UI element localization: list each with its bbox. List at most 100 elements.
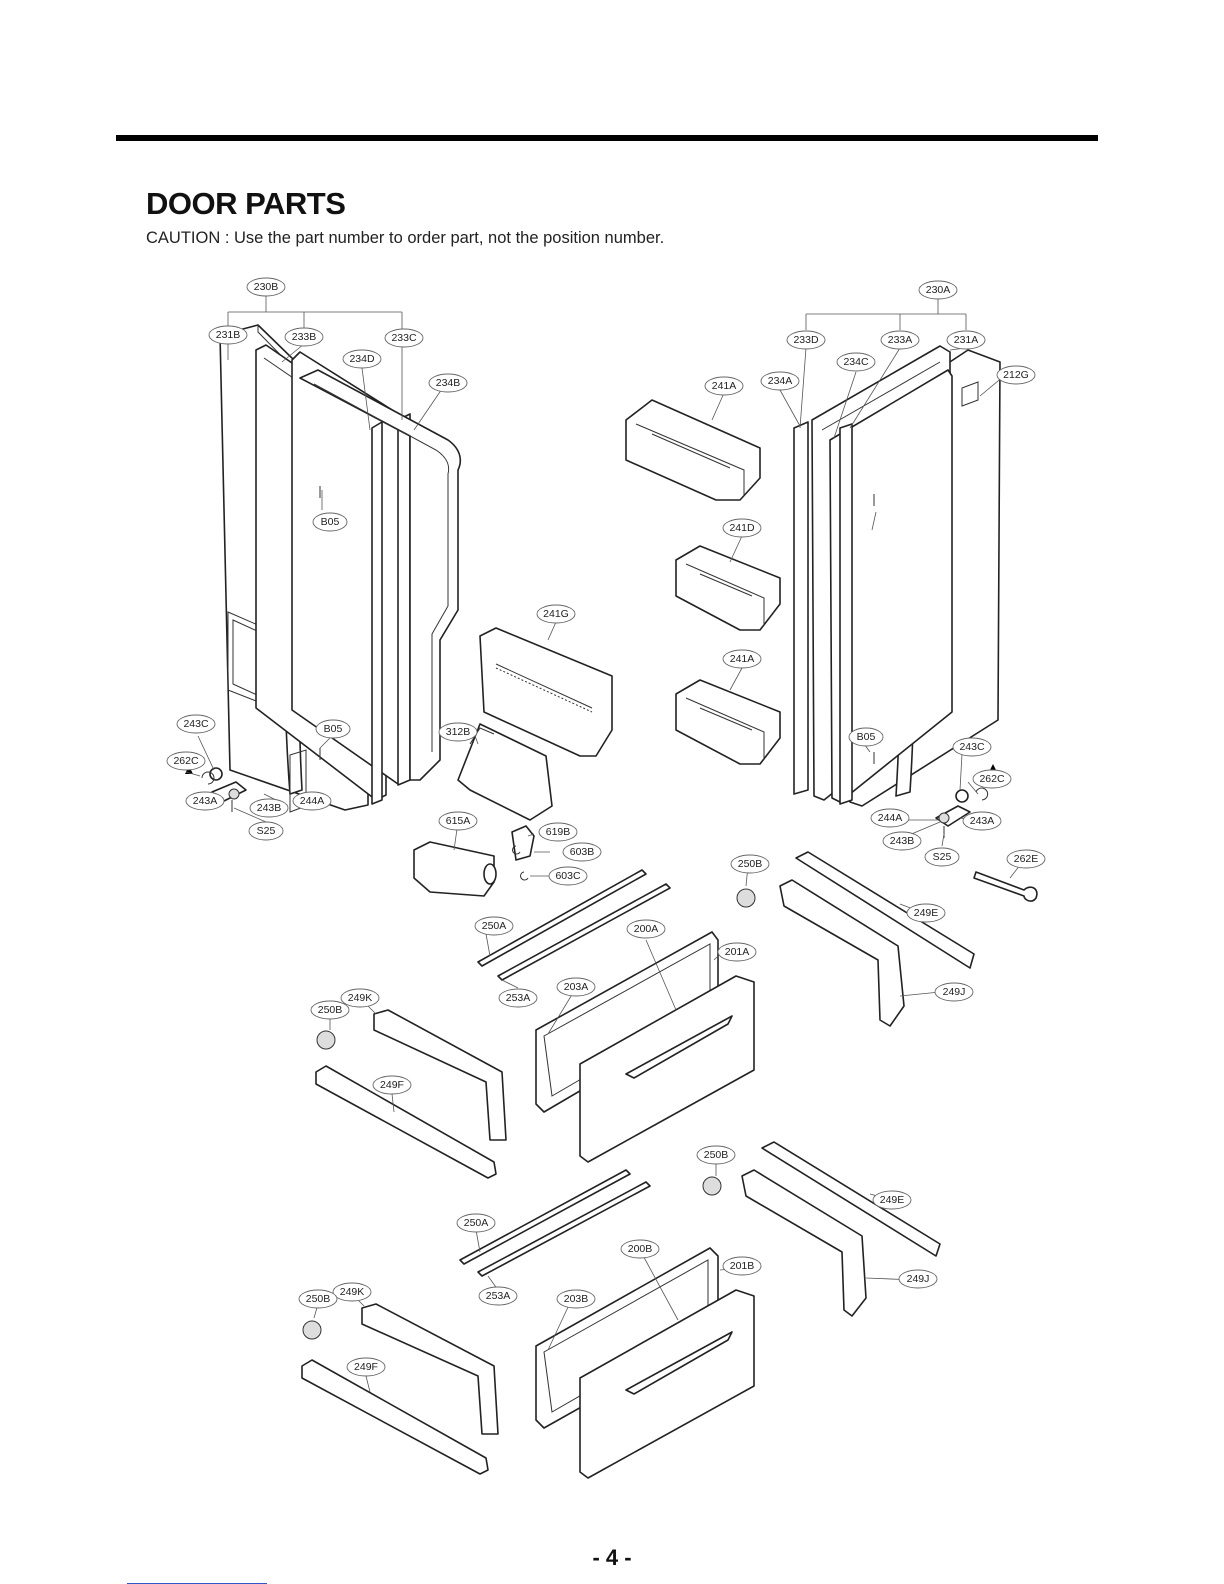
callout-249j-upper: 249J bbox=[934, 982, 974, 1002]
callout-250a-lower: 250A bbox=[456, 1213, 496, 1233]
svg-text:S25: S25 bbox=[257, 825, 276, 837]
svg-text:243A: 243A bbox=[970, 815, 995, 827]
svg-text:262C: 262C bbox=[173, 755, 199, 767]
callout-212g: 212G bbox=[996, 365, 1036, 385]
callout-250b-lower-left: 250B bbox=[298, 1289, 338, 1309]
svg-text:312B: 312B bbox=[446, 726, 471, 738]
svg-text:243C: 243C bbox=[959, 741, 985, 753]
caution-note: CAUTION : Use the part number to order p… bbox=[146, 229, 665, 247]
svg-text:233D: 233D bbox=[793, 334, 819, 346]
callout-233d: 233D bbox=[786, 330, 826, 350]
svg-text:200A: 200A bbox=[634, 923, 659, 935]
svg-text:241A: 241A bbox=[730, 653, 755, 665]
callout-243b-left: 243B bbox=[249, 798, 289, 818]
callout-262c-left: 262C bbox=[166, 751, 206, 771]
callout-241a-lower: 241A bbox=[722, 649, 762, 669]
callout-253a-upper: 253A bbox=[498, 988, 538, 1008]
svg-text:231A: 231A bbox=[954, 334, 979, 346]
page-number: - 4 - bbox=[592, 1545, 632, 1570]
svg-text:230A: 230A bbox=[926, 284, 951, 296]
svg-text:234C: 234C bbox=[843, 356, 869, 368]
svg-text:250B: 250B bbox=[318, 1004, 343, 1016]
left-door-assembly bbox=[185, 296, 462, 813]
svg-text:244A: 244A bbox=[878, 812, 903, 824]
svg-text:243C: 243C bbox=[183, 718, 209, 730]
svg-text:200B: 200B bbox=[628, 1243, 653, 1255]
callout-249k-lower: 249K bbox=[332, 1282, 372, 1302]
svg-text:243A: 243A bbox=[193, 795, 218, 807]
svg-text:243B: 243B bbox=[257, 802, 282, 814]
callout-b05-lower-left: B05 bbox=[315, 719, 351, 739]
callout-244a-left: 244A bbox=[292, 791, 332, 811]
callout-241g: 241G bbox=[536, 604, 576, 624]
svg-text:233A: 233A bbox=[888, 334, 913, 346]
svg-text:234D: 234D bbox=[349, 353, 375, 365]
svg-text:B05: B05 bbox=[321, 516, 340, 528]
callout-249j-lower: 249J bbox=[898, 1269, 938, 1289]
callout-233b: 233B bbox=[284, 327, 324, 347]
svg-text:253A: 253A bbox=[486, 1290, 511, 1302]
top-rule bbox=[116, 135, 1098, 141]
callout-203a: 203A bbox=[556, 977, 596, 997]
callout-249k-upper: 249K bbox=[340, 988, 380, 1008]
svg-text:249J: 249J bbox=[943, 986, 966, 998]
svg-text:603B: 603B bbox=[570, 846, 595, 858]
svg-text:203A: 203A bbox=[564, 981, 589, 993]
callout-b05-right: B05 bbox=[848, 727, 884, 747]
svg-text:249K: 249K bbox=[348, 992, 373, 1004]
callout-200a: 200A bbox=[626, 919, 666, 939]
svg-text:250B: 250B bbox=[704, 1149, 729, 1161]
callout-619b: 619B bbox=[538, 822, 578, 842]
svg-text:233C: 233C bbox=[391, 332, 417, 344]
svg-text:250A: 250A bbox=[464, 1217, 489, 1229]
svg-text:201B: 201B bbox=[730, 1260, 755, 1272]
callout-243a-left: 243A bbox=[185, 791, 225, 811]
callout-s25-right: S25 bbox=[924, 847, 960, 867]
right-door-assembly bbox=[793, 296, 1038, 902]
svg-text:615A: 615A bbox=[446, 815, 471, 827]
callout-262e: 262E bbox=[1006, 849, 1046, 869]
callout-243c-left: 243C bbox=[176, 714, 216, 734]
callout-249e-upper: 249E bbox=[906, 903, 946, 923]
callout-233a: 233A bbox=[880, 330, 920, 350]
callout-244a-right: 244A bbox=[870, 808, 910, 828]
callout-249e-lower: 249E bbox=[872, 1190, 912, 1210]
callout-241a-upper: 241A bbox=[704, 376, 744, 396]
svg-text:619B: 619B bbox=[546, 826, 571, 838]
callout-234a: 234A bbox=[760, 371, 800, 391]
svg-text:249E: 249E bbox=[914, 907, 939, 919]
callout-262c-right: 262C bbox=[972, 769, 1012, 789]
callout-231b: 231B bbox=[208, 325, 248, 345]
svg-text:243B: 243B bbox=[890, 835, 915, 847]
callout-233c: 233C bbox=[384, 328, 424, 348]
callout-243c-right: 243C bbox=[952, 737, 992, 757]
svg-text:249J: 249J bbox=[907, 1273, 930, 1285]
callout-250a-upper: 250A bbox=[474, 916, 514, 936]
callout-234d: 234D bbox=[342, 349, 382, 369]
callout-250b-upper-left: 250B bbox=[310, 1000, 350, 1020]
callout-249f-upper: 249F bbox=[372, 1075, 412, 1095]
callout-bubbles: 230B 231B 233B 233C 234D 234B B05 243C 2… bbox=[166, 277, 1046, 1377]
svg-text:234A: 234A bbox=[768, 375, 793, 387]
callout-200b: 200B bbox=[620, 1239, 660, 1259]
svg-text:250A: 250A bbox=[482, 920, 507, 932]
svg-text:241G: 241G bbox=[543, 608, 569, 620]
svg-text:249E: 249E bbox=[880, 1194, 905, 1206]
svg-text:234B: 234B bbox=[436, 377, 461, 389]
svg-text:249F: 249F bbox=[380, 1079, 404, 1091]
svg-text:S25: S25 bbox=[933, 851, 952, 863]
callout-250b-upper-right: 250B bbox=[730, 854, 770, 874]
lower-drawer-assembly bbox=[301, 1141, 941, 1479]
callout-250b-lower-right: 250B bbox=[696, 1145, 736, 1165]
svg-text:B05: B05 bbox=[857, 731, 876, 743]
svg-text:262E: 262E bbox=[1014, 853, 1039, 865]
svg-text:253A: 253A bbox=[506, 992, 531, 1004]
callout-230a: 230A bbox=[918, 280, 958, 300]
svg-text:230B: 230B bbox=[254, 281, 279, 293]
svg-text:241D: 241D bbox=[729, 522, 755, 534]
svg-text:241A: 241A bbox=[712, 380, 737, 392]
svg-text:262C: 262C bbox=[979, 773, 1005, 785]
svg-text:250B: 250B bbox=[306, 1293, 331, 1305]
svg-text:244A: 244A bbox=[300, 795, 325, 807]
